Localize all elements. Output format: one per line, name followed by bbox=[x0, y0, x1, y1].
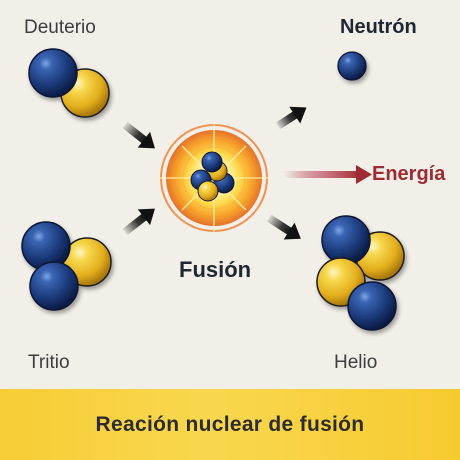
footer-title: Reación nuclear de fusión bbox=[95, 412, 365, 436]
tritium-nucleus bbox=[21, 221, 112, 311]
helium-label: Helio bbox=[334, 352, 378, 373]
tritium-label: Tritio bbox=[28, 352, 70, 373]
deuterium-nucleus bbox=[28, 48, 110, 118]
arrow-tritium-to-fusion bbox=[122, 208, 155, 236]
deuterium-label: Deuterio bbox=[24, 17, 96, 38]
fusing-nucleus-cluster bbox=[190, 151, 235, 202]
deuterium-neutron bbox=[28, 48, 78, 98]
emitted-neutron bbox=[337, 51, 367, 81]
footer-banner: Reación nuclear de fusión bbox=[0, 389, 460, 460]
fusion-label: Fusión bbox=[179, 257, 252, 282]
arrow-deuterium-to-fusion bbox=[122, 121, 155, 149]
helium-neutron bbox=[321, 215, 371, 265]
energy-arrow bbox=[284, 165, 372, 184]
arrow-fusion-to-helium bbox=[266, 214, 301, 240]
neutron-label: Neutrón bbox=[340, 16, 417, 38]
tritium-neutron bbox=[29, 261, 79, 311]
neutron-particle bbox=[337, 51, 367, 81]
energy-label: Energía bbox=[372, 163, 446, 185]
helium-nucleus bbox=[316, 215, 405, 331]
helium-neutron bbox=[347, 281, 397, 331]
arrow-fusion-to-neutron bbox=[275, 106, 307, 130]
